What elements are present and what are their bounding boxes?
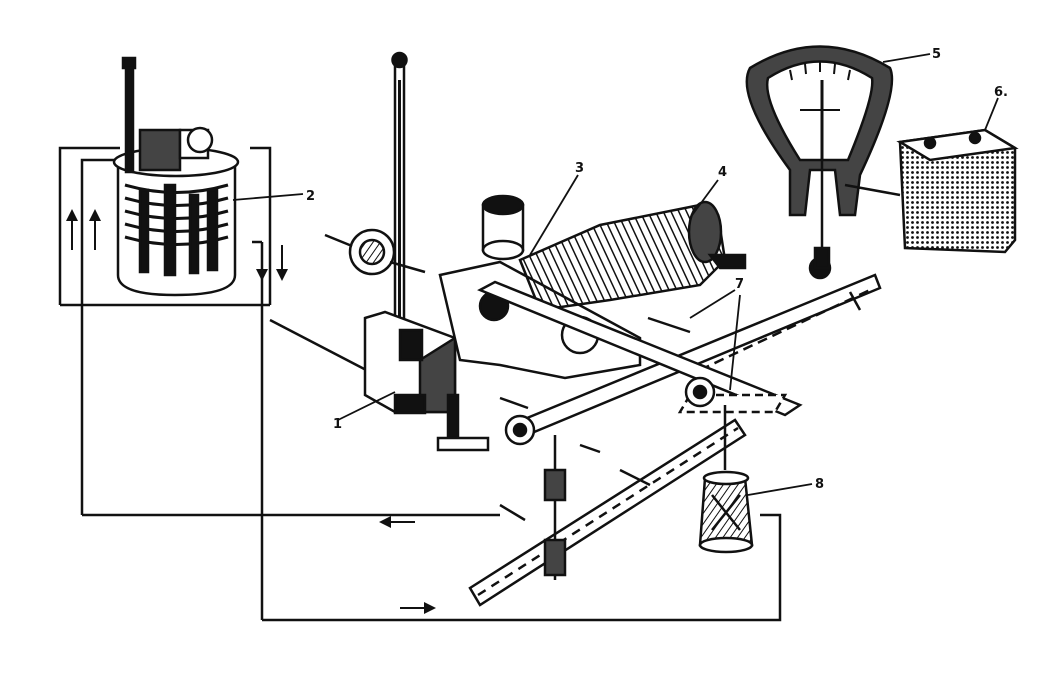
thermostat-bath [112, 56, 240, 297]
label-2: 2 [306, 189, 315, 204]
weight-holder [698, 470, 754, 554]
battery-box [844, 128, 1019, 254]
callout-labels: 1 2 3 4 5 6. 7 8 [306, 47, 1008, 492]
thermometer [391, 51, 408, 352]
label-3: 3 [575, 161, 584, 176]
heating-block [363, 310, 490, 452]
label-4: 4 [718, 165, 727, 180]
label-1: 1 [333, 417, 342, 432]
label-5: 5 [932, 47, 941, 62]
label-8: 8 [815, 477, 824, 492]
flow-arrows [66, 209, 436, 614]
label-7: 7 [735, 277, 744, 292]
coolant-circuit [58, 146, 782, 622]
lever-system [468, 256, 882, 607]
leader-lines [232, 53, 999, 496]
small-dial [324, 228, 426, 276]
label-6: 6. [994, 85, 1008, 100]
dial-scale [745, 45, 894, 270]
